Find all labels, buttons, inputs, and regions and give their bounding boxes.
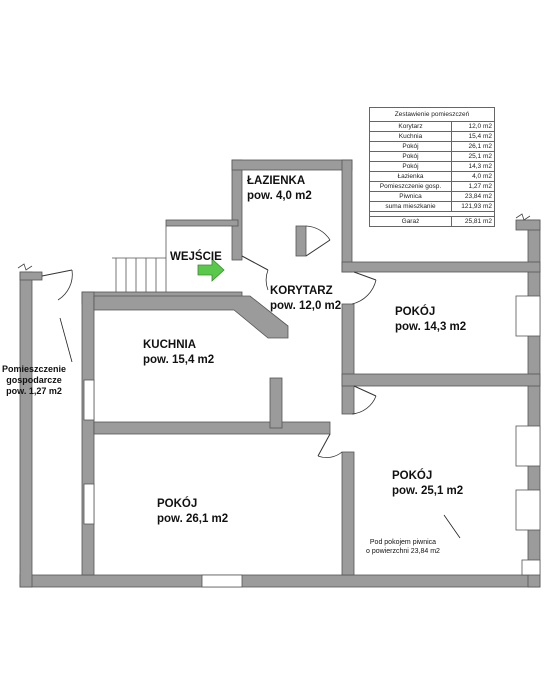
table-row-garage: Garaż 25,81 m2 bbox=[369, 216, 495, 227]
outer-walls bbox=[19, 159, 541, 588]
utility-room-leader bbox=[59, 317, 73, 363]
room-lazienka: ŁAZIENKA pow. 4,0 m2 bbox=[247, 174, 312, 204]
interior-walls bbox=[93, 225, 541, 576]
utility-room-label: Pomieszczenie gospodarcze pow. 1,27 m2 bbox=[2, 364, 67, 396]
room-pokoj-small: POKÓJ pow. 14,3 m2 bbox=[395, 305, 466, 335]
room-name: ŁAZIENKA bbox=[247, 175, 306, 187]
room-area: pow. 25,1 m2 bbox=[392, 485, 464, 497]
summary-caption-row: Zestawienie pomieszczeń bbox=[369, 107, 495, 122]
summary-caption: Zestawienie pomieszczeń bbox=[369, 107, 495, 122]
table-row: Pomieszczenie gosp. 1,27 m2 bbox=[369, 181, 495, 192]
doors bbox=[41, 225, 377, 458]
room-name: POKÓJ bbox=[392, 470, 433, 482]
room-area: pow. 12,0 m2 bbox=[270, 300, 342, 312]
basement-note-leader bbox=[443, 514, 461, 539]
entrance-stairs bbox=[112, 226, 167, 292]
room-summary-table: Zestawienie pomieszczeń Korytarz 12,0 m2… bbox=[369, 107, 495, 227]
table-row: Pokój 14,3 m2 bbox=[369, 161, 495, 172]
room-area: pow. 26,1 m2 bbox=[157, 513, 229, 525]
room-kuchnia: KUCHNIA pow. 15,4 m2 bbox=[143, 338, 214, 368]
room-korytarz: KORYTARZ pow. 12,0 m2 bbox=[270, 284, 341, 314]
room-pokoj-right: POKÓJ pow. 25,1 m2 bbox=[392, 469, 463, 499]
basement-note: Pod pokojem piwnica o powierzchni 23,84 … bbox=[366, 539, 440, 555]
room-name: KUCHNIA bbox=[143, 339, 197, 351]
room-area: pow. 14,3 m2 bbox=[395, 321, 467, 333]
room-area: pow. 15,4 m2 bbox=[143, 354, 215, 366]
table-row: Pokój 26,1 m2 bbox=[369, 141, 495, 152]
table-row: Kuchnia 15,4 m2 bbox=[369, 131, 495, 142]
wall-break-marks bbox=[17, 213, 531, 271]
windows bbox=[83, 295, 541, 588]
room-pokoj-left: POKÓJ pow. 26,1 m2 bbox=[157, 497, 228, 527]
table-row: Pokój 25,1 m2 bbox=[369, 151, 495, 162]
table-row: Łazienka 4,0 m2 bbox=[369, 171, 495, 182]
room-name: KORYTARZ bbox=[270, 285, 333, 297]
room-name: POKÓJ bbox=[395, 306, 436, 318]
room-area: pow. 4,0 m2 bbox=[247, 190, 312, 202]
room-name: POKÓJ bbox=[157, 498, 198, 510]
table-row: Piwnica 23,84 m2 bbox=[369, 191, 495, 202]
table-row: Korytarz 12,0 m2 bbox=[369, 121, 495, 132]
entrance-label: WEJŚCIE bbox=[170, 251, 222, 263]
entrance-arrow-icon bbox=[197, 258, 225, 282]
table-row: suma mieszkanie 121,93 m2 bbox=[369, 201, 495, 212]
